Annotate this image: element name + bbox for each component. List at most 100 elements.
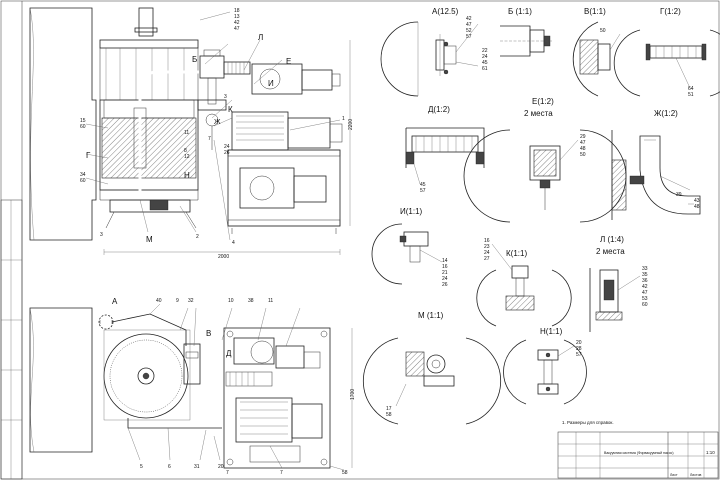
callout: 47 <box>466 22 472 28</box>
callout: 57 <box>420 188 426 194</box>
plan-depth-dim: 1700 <box>350 389 356 400</box>
detail-view-i: И(1:1) 14 16 21 24 26 <box>371 207 448 288</box>
callout: 1 <box>342 116 345 122</box>
elev-label-zh: Ж <box>214 119 221 126</box>
plan-flange-a <box>98 314 114 330</box>
callout: 47 <box>234 26 240 32</box>
callout: 7 <box>280 470 283 476</box>
roots-pump <box>251 63 341 95</box>
callout: 60 <box>80 178 86 184</box>
detail-view-zh: Ж(1:2) 39 43 48 <box>611 109 701 220</box>
elevation-callouts: 18 13 42 47 15 60 8 12 34 60 11 3 2 4 1 … <box>80 8 345 246</box>
title-block-sheet: Лист <box>670 473 678 477</box>
callout: 45 <box>482 60 488 66</box>
callout: 18 <box>234 8 240 14</box>
callout: 58 <box>342 470 348 476</box>
detail-view-a: A(12.5) 42 47 52 57 22 24 45 61 <box>380 7 488 97</box>
wall-plan <box>29 307 93 453</box>
callout: 11 <box>184 130 189 136</box>
callout: 12 <box>184 154 190 160</box>
plan-valve <box>183 343 201 385</box>
detail-view-n: Н(1:1) 20 28 57 <box>503 327 587 405</box>
callout: 15 <box>80 118 86 124</box>
callout: 20 <box>218 464 224 470</box>
general-note: 1. Размеры для справок. <box>562 420 614 425</box>
view-title-b: Б (1:1) <box>508 7 532 16</box>
callout: 8 <box>184 148 187 154</box>
callout: 58 <box>386 412 392 418</box>
view-title-m: М (1:1) <box>418 311 444 320</box>
callout: 48 <box>694 204 700 210</box>
callout: 6 <box>168 464 171 470</box>
callout: 50 <box>600 28 606 34</box>
callout: 29 <box>580 134 586 140</box>
plan-label-a: А <box>112 297 118 306</box>
callout: 21 <box>442 270 448 276</box>
callout: 42 <box>466 16 472 22</box>
callout: 26 <box>224 150 230 156</box>
callout: 51 <box>688 92 694 98</box>
callout: 17 <box>386 406 392 412</box>
callout: 13 <box>234 14 240 20</box>
callout: 53 <box>642 296 648 302</box>
callout: 61 <box>482 66 488 72</box>
callout: 64 <box>688 86 694 92</box>
callout: 5 <box>140 464 143 470</box>
callout: 40 <box>156 298 162 304</box>
callout: 3 <box>100 232 103 238</box>
detail-view-k: К(1:1) 16 23 24 27 <box>476 238 572 327</box>
title-block-name: Вакуумная система (Форвакуумный насос) <box>604 451 674 455</box>
callout: 50 <box>580 152 586 158</box>
fore-vacuum-pump <box>231 111 343 151</box>
callout: 57 <box>576 352 582 358</box>
callout: 60 <box>642 302 648 308</box>
callout: 42 <box>234 20 240 26</box>
callout: 31 <box>194 464 200 470</box>
bellows <box>223 61 251 75</box>
plan-callouts: 40 9 32 10 38 11 5 6 31 20 7 58 7 <box>140 298 348 476</box>
view-title-zh: Ж(1:2) <box>654 109 678 118</box>
height-dim: 2200 <box>348 119 354 130</box>
callout: 52 <box>466 28 472 34</box>
elev-label-e: Е <box>286 57 291 66</box>
elevation-dimensions: 2000 2200 <box>103 40 354 260</box>
callout: 47 <box>580 140 586 146</box>
callout: 32 <box>188 298 194 304</box>
plan-label-v: В <box>206 329 211 338</box>
callout: 16 <box>442 264 448 270</box>
view-title-e: Е(1:2) <box>532 97 554 106</box>
callout: 7 <box>208 136 211 142</box>
callout: 3 <box>224 94 227 100</box>
plan-chamber <box>103 329 191 421</box>
detail-view-d: Д(1:2) 45 57 <box>405 105 485 194</box>
callout: 10 <box>228 298 234 304</box>
callout: 23 <box>484 244 490 250</box>
detail-view-e: Е(1:2) 2 места 29 47 48 50 <box>463 97 627 223</box>
detail-view-m: М (1:1) 17 58 <box>362 311 502 425</box>
callout: 43 <box>694 198 700 204</box>
pump-frame <box>227 149 341 234</box>
callout: 45 <box>420 182 426 188</box>
callout: 11 <box>268 298 273 304</box>
elev-label-i: И <box>268 79 274 88</box>
callout: 4 <box>232 240 235 246</box>
elev-label-m: М <box>146 235 153 244</box>
elev-label-b: Б <box>192 55 197 64</box>
view-note-l: 2 места <box>596 247 625 256</box>
view-title-g: Г(1:2) <box>660 7 681 16</box>
callout: 27 <box>484 256 490 262</box>
detail-view-g: Г(1:2) 64 51 <box>613 7 720 98</box>
view-title-l: Л (1:4) <box>600 235 624 244</box>
view-title-n: Н(1:1) <box>540 327 563 336</box>
callout: 7 <box>226 470 229 476</box>
callout: 33 <box>642 266 648 272</box>
callout: 42 <box>642 284 648 290</box>
valve-assembly <box>197 49 227 150</box>
callout: 22 <box>482 48 488 54</box>
view-title-i: И(1:1) <box>400 207 423 216</box>
callout: 60 <box>80 124 86 130</box>
callout: 14 <box>442 258 448 264</box>
detail-view-v: В(1:1) 50 <box>572 7 621 97</box>
